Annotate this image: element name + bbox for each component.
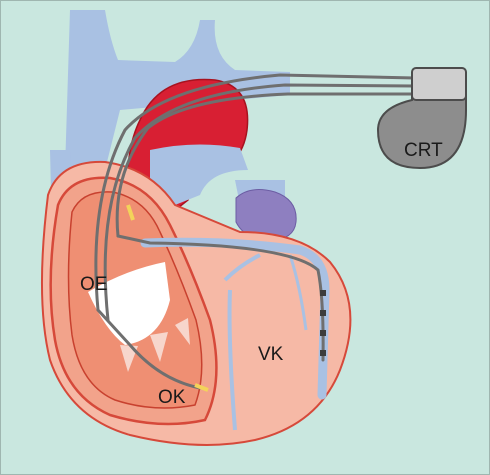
electrode-3 [320,330,326,336]
label-oe: OE [80,274,107,295]
crt-header [412,68,466,100]
electrode-1 [320,290,326,296]
electrode-4 [320,350,326,356]
electrode-2 [320,310,326,316]
label-vk: VK [258,344,284,365]
label-ok: OK [158,387,186,408]
label-crt: CRT [404,140,443,161]
